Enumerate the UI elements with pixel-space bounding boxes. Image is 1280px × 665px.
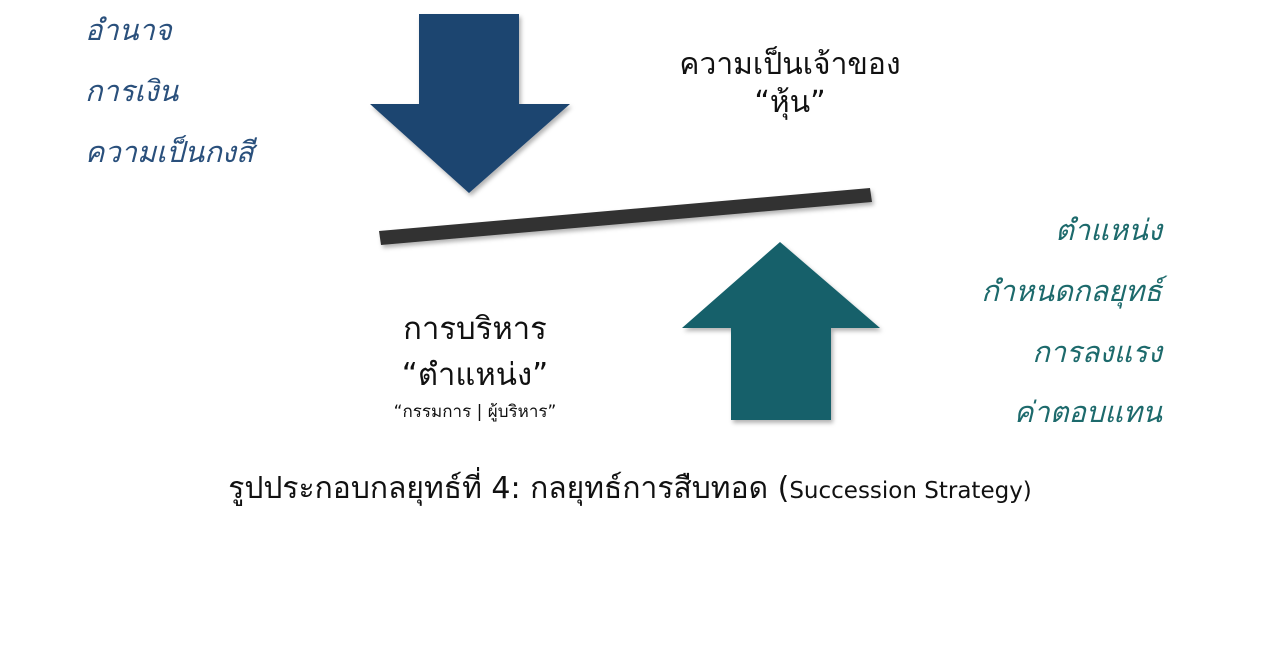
caption-thai: รูปประกอบกลยุทธ์ที่ 4: กลยุทธ์การสืบทอด …	[228, 471, 790, 506]
right-item-position: ตำแหน่ง	[1055, 213, 1162, 247]
figure-caption: รูปประกอบกลยุทธ์ที่ 4: กลยุทธ์การสืบทอด …	[228, 474, 1032, 504]
lever-bar	[379, 188, 872, 245]
left-item-finance: การเงิน	[85, 74, 179, 108]
right-item-compensation: ค่าตอบแทน	[1014, 395, 1162, 429]
left-item-family-business: ความเป็นกงสี	[85, 135, 254, 169]
down-arrow	[370, 14, 570, 193]
shares-label: “หุ้น”	[754, 85, 826, 120]
left-item-power: อำนาจ	[85, 13, 172, 47]
right-item-strategy: กำหนดกลยุทธ์	[981, 274, 1162, 308]
ownership-label: ความเป็นเจ้าของ	[679, 47, 901, 82]
management-label: การบริหาร	[403, 311, 547, 347]
right-item-effort: การลงแรง	[1032, 335, 1162, 369]
caption-english: Succession Strategy)	[789, 478, 1032, 504]
position-label: “ตำแหน่ง”	[401, 357, 549, 393]
up-arrow	[682, 242, 880, 420]
board-executive-label: “กรรมการ | ผู้บริหาร”	[393, 402, 557, 422]
